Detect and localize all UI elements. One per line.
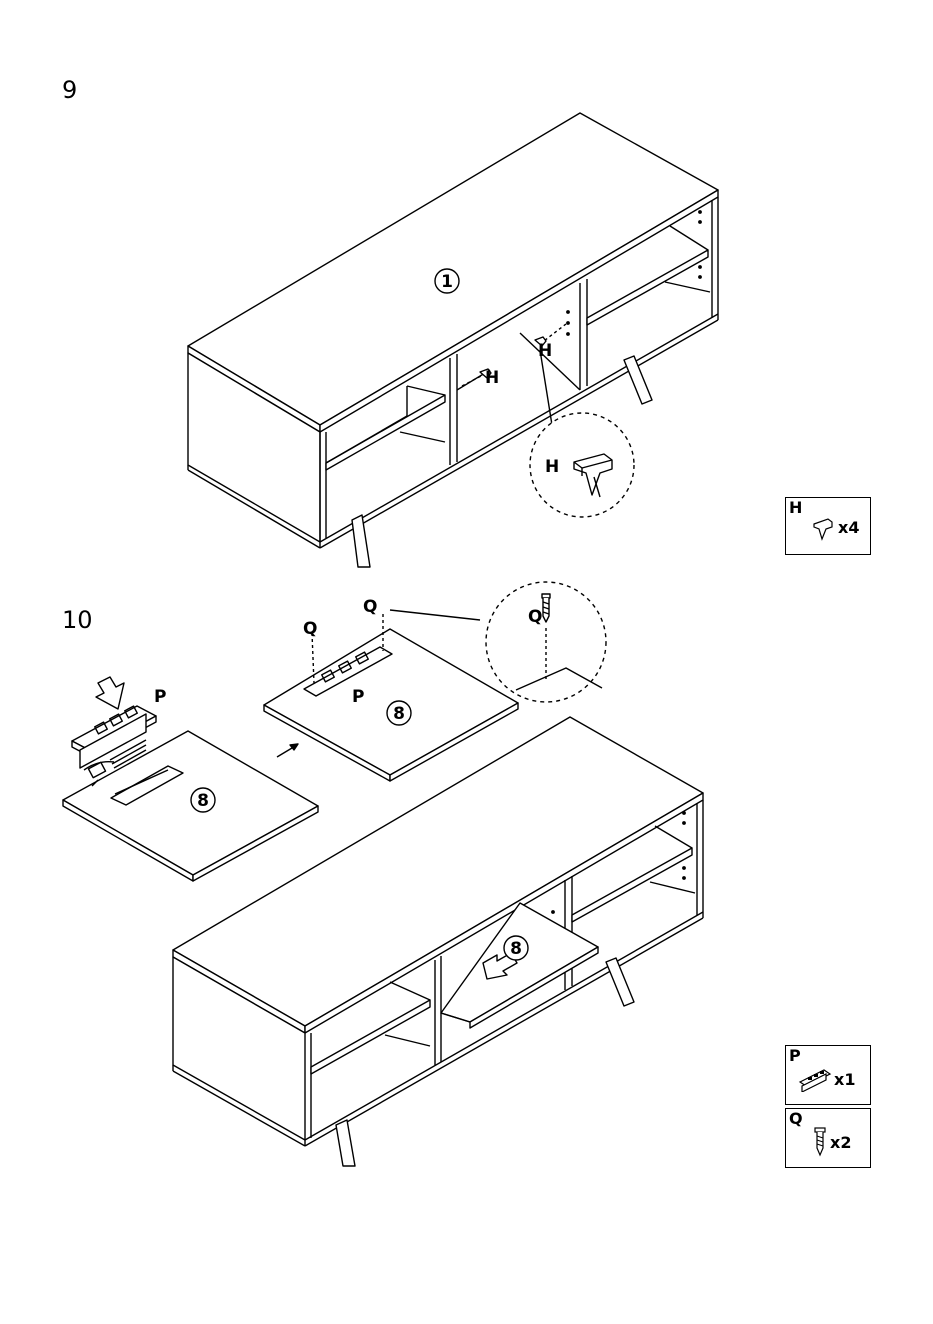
screw-label-left: Q xyxy=(303,619,317,639)
part-qty-p: x1 xyxy=(834,1070,855,1089)
parts-box-p: P x1 xyxy=(785,1045,871,1105)
parts-box-h: H x4 xyxy=(785,497,871,555)
bracket-label-right: H xyxy=(538,341,552,361)
part-qty-q: x2 xyxy=(830,1133,851,1152)
parts-box-q: Q x2 xyxy=(785,1108,871,1168)
screw-label-right: Q xyxy=(363,597,377,617)
step9-cabinet xyxy=(188,113,718,567)
panel-number-label-top: 8 xyxy=(393,704,405,724)
part-letter-p: P xyxy=(789,1046,801,1065)
part-qty-h: x4 xyxy=(838,518,859,537)
detail-bracket-label: H xyxy=(545,457,559,477)
detail-screw-label: Q xyxy=(528,607,542,627)
screw-icon xyxy=(812,1127,828,1157)
panel-number-label-left: 8 xyxy=(197,791,209,811)
bracket-label-left: H xyxy=(485,368,499,388)
powerstrip-label-installed: P xyxy=(352,687,364,707)
part-letter-h: H xyxy=(789,498,802,517)
powerstrip-label-left: P xyxy=(154,687,166,707)
step10-detail-circle xyxy=(486,582,606,702)
shelf-bracket-icon xyxy=(808,512,838,542)
panel-number-label-cabinet: 8 xyxy=(510,939,522,959)
power-strip-icon xyxy=(798,1066,832,1092)
part-letter-q: Q xyxy=(789,1109,803,1128)
cabinet-number-label: 1 xyxy=(441,272,453,292)
